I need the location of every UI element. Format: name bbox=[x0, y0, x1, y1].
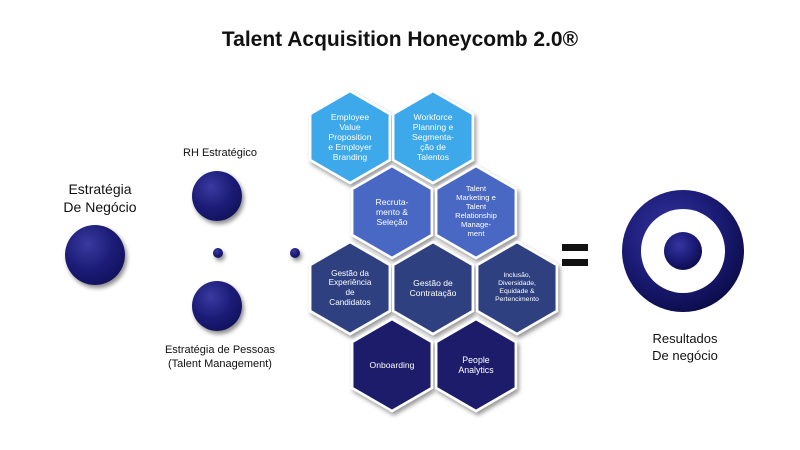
hexagon-gec-label-line: Experiência bbox=[328, 278, 372, 288]
hexagon-tmr-label-line: Marketing e bbox=[456, 193, 496, 203]
business-strategy-circle bbox=[65, 225, 125, 285]
hexagon-evp-label-line: Proposition bbox=[328, 131, 372, 142]
equals-sign-bottom-bar bbox=[562, 259, 588, 266]
hexagon-pan bbox=[434, 317, 518, 413]
people-strategy-circle bbox=[192, 281, 242, 331]
connector-dot-left bbox=[213, 248, 223, 258]
business-strategy-label-line-2: De Negócio bbox=[63, 199, 137, 215]
hexagon-inc-label: Inclusão,Diversidade,Equidade &Pertencim… bbox=[481, 248, 553, 328]
hexagon-onb-label: Onboarding bbox=[356, 325, 428, 405]
hexagon-gco bbox=[391, 240, 475, 336]
connector-dot-right bbox=[290, 248, 300, 258]
page-title: Talent Acquisition Honeycomb 2.0® bbox=[221, 28, 579, 51]
hexagon-inc-label-line: Inclusão, bbox=[503, 271, 531, 279]
hexagon-gec-label-line: Gestão da bbox=[331, 268, 369, 278]
hexagon-tmr-label-line: Relationship bbox=[455, 211, 497, 220]
people-strategy-label-line-1: Estratégia de Pessoas bbox=[164, 344, 276, 356]
target-icon bbox=[622, 190, 744, 312]
hexagon-wfp-label-line: Talentos bbox=[416, 152, 449, 163]
hexagon-wfp-label-line: Planning e bbox=[412, 121, 454, 132]
rh-strategic-label: RH Estratégico bbox=[183, 147, 257, 159]
hexagon-tmr-label-line: Talent bbox=[465, 202, 487, 212]
hexagon-rec-label: Recruta-mento &Seleção bbox=[356, 172, 428, 252]
hexagon-onb-label-line: Onboarding bbox=[369, 359, 415, 370]
hexagon-evp-label-line: Branding bbox=[332, 152, 368, 163]
hexagon-pan-label-line: Analytics bbox=[458, 365, 494, 375]
rh-strategic-circle bbox=[192, 171, 242, 221]
hexagon-onb bbox=[350, 317, 434, 413]
business-results-label-line-1: Resultados bbox=[652, 331, 718, 346]
hexagon-wfp-label-line: Segmenta- bbox=[411, 131, 455, 142]
hexagon-evp-label-line: Value bbox=[339, 121, 361, 132]
hexagon-gec bbox=[308, 240, 392, 336]
hexagon-wfp bbox=[391, 89, 475, 185]
hexagon-tmr-label-line: ment bbox=[467, 228, 485, 238]
hexagon-tmr-label-line: Talent bbox=[465, 184, 487, 194]
business-strategy-label: Estratégia De Negócio bbox=[40, 180, 160, 216]
hexagon-inc-label-line: Equidade & bbox=[499, 288, 535, 295]
hexagon-gco-label-line: Gestão de bbox=[413, 277, 453, 288]
business-strategy-label-line-1: Estratégia bbox=[68, 181, 132, 197]
hexagon-inc-label-line: Pertencimento bbox=[495, 296, 539, 304]
hexagon-pan-label-line: People bbox=[462, 354, 490, 365]
hexagon-gco-label-line: Contratação bbox=[409, 288, 457, 298]
hexagon-tmr-label-line: Manage- bbox=[461, 219, 491, 229]
business-results-label-line-2: De negócio bbox=[652, 348, 718, 363]
business-results-label: Resultados De negócio bbox=[620, 330, 750, 364]
hexagon-inc-label-line: Diversidade, bbox=[498, 279, 536, 287]
hexagon-rec-label-line: Recruta- bbox=[375, 196, 409, 207]
people-strategy-label-line-2: (Talent Management) bbox=[168, 358, 272, 370]
hexagon-evp-label-line: e Employer bbox=[328, 142, 372, 153]
hexagon-evp bbox=[308, 89, 392, 185]
hexagon-gec-label-line: de bbox=[345, 288, 355, 297]
people-strategy-label: Estratégia de Pessoas (Talent Management… bbox=[150, 343, 290, 371]
hexagon-rec bbox=[350, 164, 434, 260]
hexagon-wfp-label-line: Workforce bbox=[413, 111, 453, 122]
hexagon-inc bbox=[475, 240, 559, 336]
hexagon-rec-label-line: mento & bbox=[375, 206, 408, 217]
hexagon-wfp-label-line: ção de bbox=[420, 142, 446, 153]
hexagon-rec-label-line: Seleção bbox=[376, 217, 408, 228]
equals-sign-top-bar bbox=[562, 244, 588, 251]
hexagon-tmr bbox=[434, 164, 518, 260]
hexagon-evp-label-line: Employee bbox=[330, 111, 370, 122]
hexagon-gec-label-line: Candidatos bbox=[329, 297, 371, 307]
